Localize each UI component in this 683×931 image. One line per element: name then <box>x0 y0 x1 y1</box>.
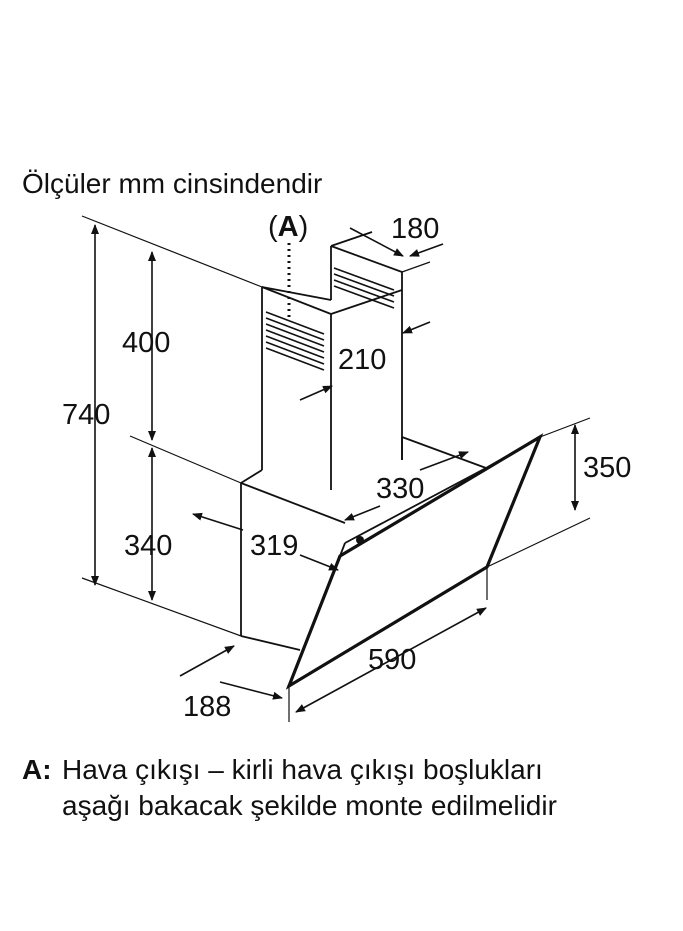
dim-chimney-height: 400 <box>122 327 170 359</box>
dim-inner-depth: 330 <box>376 473 424 505</box>
dimension-lines <box>91 224 579 713</box>
note-line-1: Hava çıkışı – kirli hava çıkışı boşlukla… <box>62 754 543 785</box>
air-outlet-note: A: Hava çıkışı – kirli hava çıkışı boşluk… <box>22 752 557 824</box>
dim-total-height: 740 <box>62 399 110 431</box>
dim-lower-height: 340 <box>124 530 172 562</box>
air-outlet-marker: (A) <box>268 211 308 243</box>
dim-body-depth: 319 <box>250 530 298 562</box>
dim-width: 590 <box>368 644 416 676</box>
note-line-2: aşağı bakacak şekilde monte edilmelidir <box>62 790 557 821</box>
dim-chimney-depth: 210 <box>338 344 386 376</box>
note-key: A: <box>22 754 52 785</box>
dim-chimney-width: 180 <box>391 213 439 245</box>
chimney-vents <box>265 267 395 371</box>
air-outlet-letter: A <box>278 211 299 243</box>
dim-bottom-depth: 188 <box>183 691 231 723</box>
dim-glass-height: 350 <box>583 452 631 484</box>
diagram-caption: Ölçüler mm cinsindendir <box>22 168 323 199</box>
extension-lines <box>81 215 591 722</box>
